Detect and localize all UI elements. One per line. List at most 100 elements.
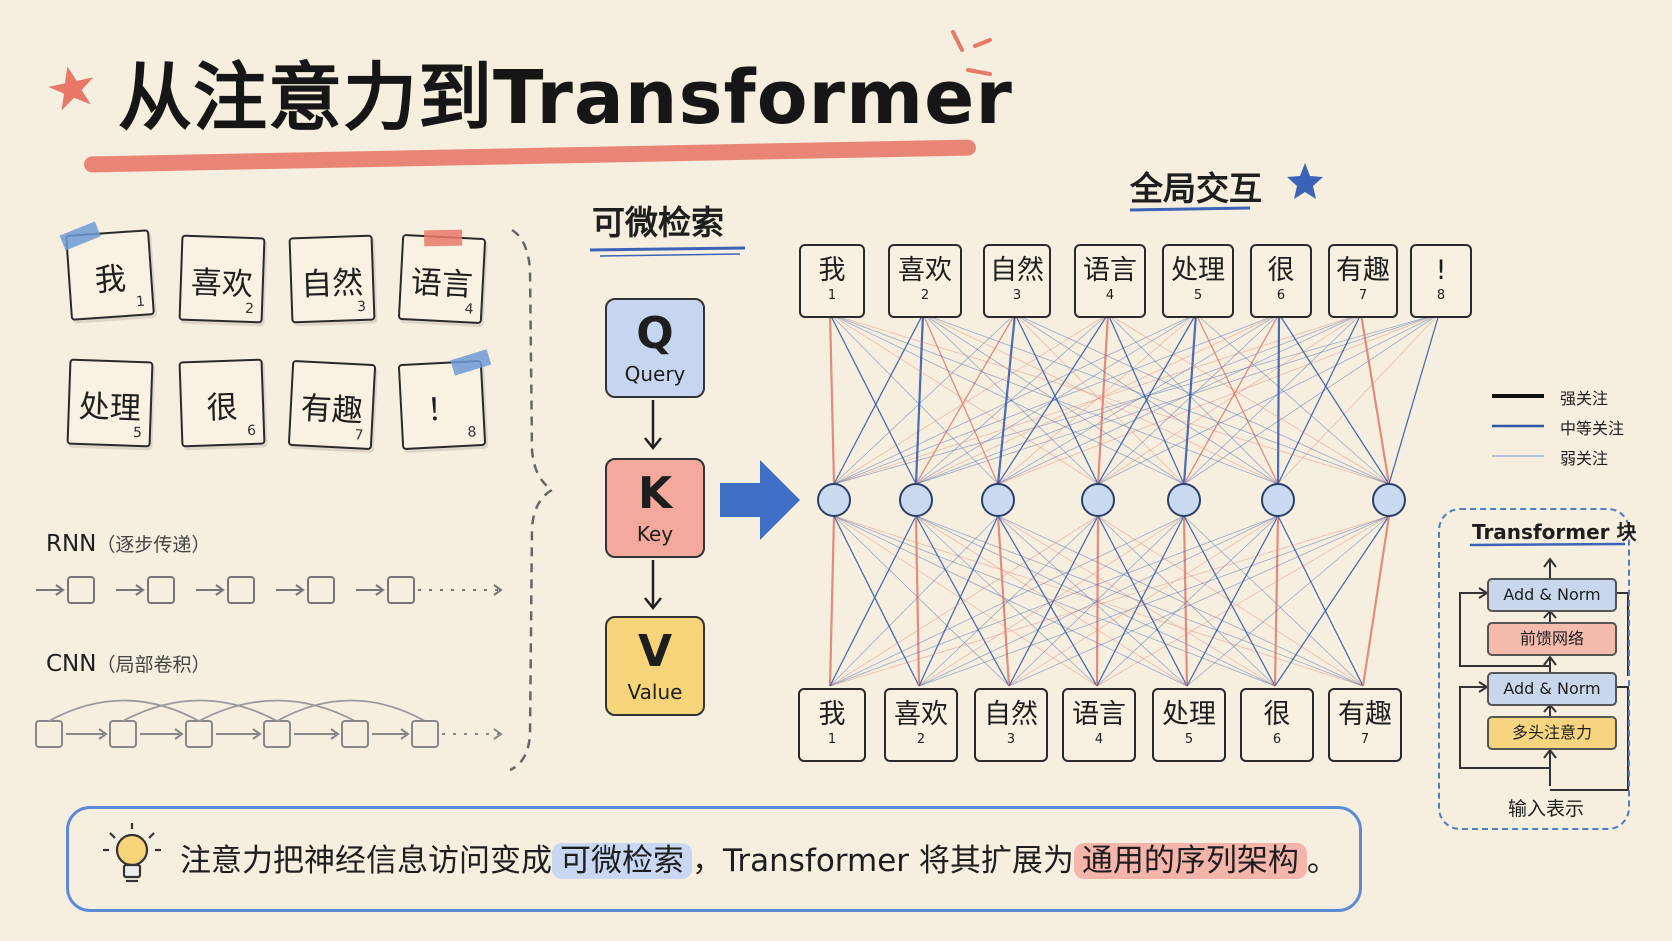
- rnn-arrowhead: [135, 584, 145, 596]
- attention-line: [1096, 515, 1390, 687]
- note-word: 有趣: [299, 390, 364, 430]
- token-number: 8: [1436, 288, 1446, 303]
- attention-line: [922, 313, 1279, 485]
- attention-line: [833, 313, 1440, 485]
- attention-line: [997, 313, 1280, 485]
- attention-line: [829, 313, 917, 485]
- attention-line: [1096, 515, 1185, 687]
- attention-line: [1276, 313, 1281, 485]
- attention-node: [817, 483, 851, 517]
- transformer-block: [1438, 508, 1630, 830]
- summary-part2: ，Transformer 将其扩展为: [692, 843, 1074, 879]
- cnn-cell: [185, 720, 213, 748]
- token-box: 喜欢 2: [884, 688, 958, 762]
- attention-line: [1096, 515, 1279, 687]
- cnn-name: CNN: [46, 651, 97, 677]
- attention-line: [1107, 313, 1279, 485]
- attention-line: [918, 515, 1279, 687]
- summary-part3: 。: [1306, 843, 1338, 879]
- attention-line: [997, 515, 1276, 687]
- cnn-label: CNN（局部卷积）: [46, 650, 211, 677]
- attention-line: [922, 313, 1390, 485]
- attention-line: [1361, 515, 1391, 687]
- cnn-arrowhead: [400, 728, 410, 740]
- cnn-cell: [263, 720, 291, 748]
- attention-line: [1183, 515, 1364, 687]
- rnn-label: RNN（逐步传递）: [46, 530, 210, 557]
- attention-line: [996, 515, 1011, 687]
- query-letter: Q: [636, 308, 674, 359]
- multi-head-attention: 多头注意力: [1487, 716, 1617, 750]
- token-number: 5: [1184, 732, 1194, 747]
- note-number: 8: [467, 424, 477, 441]
- attention-line: [1014, 313, 1279, 485]
- k-to-v-arrow: [644, 560, 662, 611]
- rnn-arrowhead: [375, 584, 385, 596]
- attention-line: [1097, 313, 1440, 485]
- cnn-cell: [109, 720, 137, 748]
- summary-highlight-retrieval: 可微检索: [552, 843, 692, 879]
- token-word: 喜欢: [898, 255, 952, 286]
- token-word: 语言: [1083, 255, 1137, 286]
- token-word: 自然: [990, 255, 1044, 286]
- token-number: 2: [916, 732, 926, 747]
- attention-line: [833, 313, 1197, 485]
- summary-part1: 注意力把神经信息访问变成: [180, 843, 552, 879]
- attention-line: [828, 515, 836, 687]
- token-number: 7: [1360, 732, 1370, 747]
- query-box: Q Query: [605, 298, 705, 398]
- token-number: 7: [1358, 288, 1368, 303]
- note-number: 1: [135, 293, 146, 311]
- attention-line: [829, 313, 1185, 485]
- note-word: 喜欢: [190, 264, 254, 304]
- blue-star-icon: [1287, 163, 1323, 199]
- token-word: 我: [818, 699, 846, 730]
- attention-line: [1097, 313, 1280, 485]
- rnn-cell: [387, 576, 415, 604]
- attention-nodes: [817, 483, 1406, 517]
- cnn-cell: [35, 720, 63, 748]
- note-number: 7: [354, 427, 364, 444]
- cnn-arrowhead: [252, 728, 262, 740]
- attention-line: [1359, 313, 1391, 485]
- token-number: 2: [920, 288, 930, 303]
- token-box: !8: [1410, 244, 1472, 318]
- attention-line: [833, 515, 1188, 687]
- cnn-desc: （局部卷积）: [96, 654, 211, 676]
- attention-line: [915, 313, 1109, 485]
- legend-medium: 中等关注: [1560, 419, 1625, 438]
- retrieval-label: 可微检索: [592, 203, 724, 242]
- token-word: !: [1435, 255, 1447, 286]
- rnn-arrowhead: [295, 584, 305, 596]
- attention-line: [829, 313, 1390, 485]
- key-letter: K: [637, 468, 673, 519]
- attention-line: [922, 313, 999, 485]
- attention-line: [915, 313, 1280, 485]
- attention-line: [915, 313, 1440, 485]
- curly-brace: [509, 228, 555, 772]
- attention-line: [1277, 313, 1362, 485]
- attention-line: [833, 515, 1010, 687]
- attention-line: [1097, 515, 1188, 687]
- token-word: 处理: [1162, 699, 1216, 730]
- attention-line: [918, 515, 1185, 687]
- key-word: Key: [636, 522, 674, 546]
- summary-callout: [66, 806, 1362, 912]
- token-number: 4: [1105, 288, 1115, 303]
- token-word: 喜欢: [894, 699, 948, 730]
- attention-lines: [828, 313, 1440, 687]
- rnn-desc: （逐步传递）: [96, 534, 211, 556]
